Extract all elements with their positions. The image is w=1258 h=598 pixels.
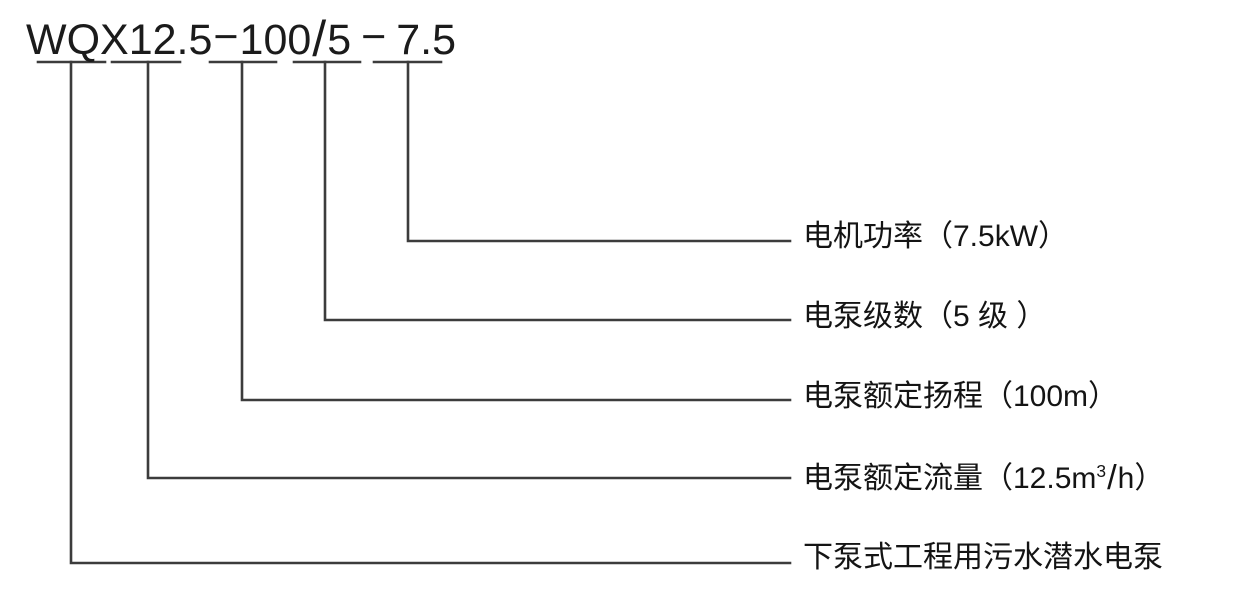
code-slash: / xyxy=(312,11,327,67)
leader-pump-stages xyxy=(323,60,792,322)
callout-rated-head-open: （ xyxy=(983,380,1013,413)
model-code: WQX12.5−100/5−7.5 xyxy=(26,8,457,67)
callout-rated-flow-number: 12.5m xyxy=(1013,462,1097,495)
callout-pump-name: 下泵式工程用污水潜水电泵 xyxy=(803,541,1163,574)
callout-rated-flow-unit: h xyxy=(1117,462,1135,495)
callout-pump-stages-value: 5 级 xyxy=(953,300,1017,333)
code-segment-flow: 12.5 xyxy=(128,16,213,64)
code-dash-1: − xyxy=(213,13,239,61)
callout-rated-head-close: ） xyxy=(1088,380,1119,413)
callout-rated-flow-prefix: 电泵额定流量 xyxy=(803,462,983,495)
callout-pump-stages-prefix: 电泵级数 xyxy=(803,300,923,333)
callout-rated-flow-slash: / xyxy=(1107,459,1117,497)
code-segment-power: 7.5 xyxy=(396,16,457,64)
callout-motor-power-value: 7.5kW xyxy=(953,220,1039,253)
leader-rated-head xyxy=(240,60,792,402)
callout-rated-flow-open: （ xyxy=(983,462,1013,495)
code-segment-stages: 5 xyxy=(327,16,352,64)
callout-motor-power: 电机功率（7.5kW） xyxy=(803,222,1068,252)
callout-motor-power-close: ） xyxy=(1038,220,1069,253)
callout-motor-power-prefix: 电机功率 xyxy=(803,220,923,253)
callout-rated-head-value: 100m xyxy=(1013,380,1089,413)
leader-pump-name xyxy=(69,60,792,565)
callout-rated-flow-close: ） xyxy=(1134,462,1165,495)
callout-pump-stages-close: ） xyxy=(1016,300,1047,333)
callout-rated-flow: 电泵额定流量（12.5m3/h） xyxy=(803,460,1164,495)
leader-motor-power xyxy=(406,60,792,243)
callout-rated-head-prefix: 电泵额定扬程 xyxy=(803,380,983,413)
code-segment-head: 100 xyxy=(239,16,312,64)
code-segment-series: WQX xyxy=(26,16,129,64)
code-dash-2: − xyxy=(361,13,387,61)
callout-rated-flow-exponent: 3 xyxy=(1096,461,1107,481)
callout-pump-stages-open: （ xyxy=(923,300,953,333)
callout-rated-head: 电泵额定扬程（100m） xyxy=(803,382,1118,412)
callout-motor-power-open: （ xyxy=(923,220,953,253)
callout-pump-stages: 电泵级数（5 级 ） xyxy=(803,302,1046,332)
leader-rated-flow xyxy=(146,60,792,480)
